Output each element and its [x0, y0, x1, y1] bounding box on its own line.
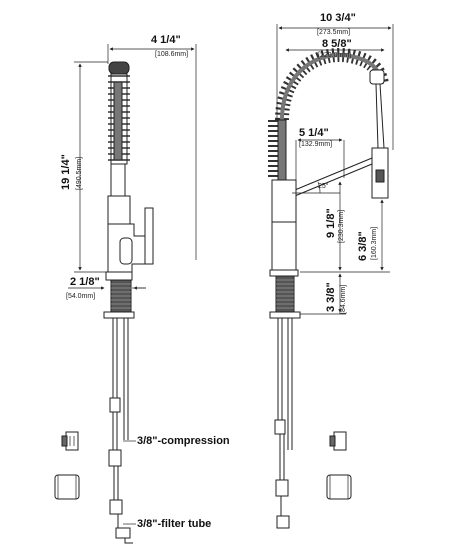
- spout-height-label-in: 9 1/8": [325, 208, 337, 238]
- width-label-in: 4 1/4": [151, 34, 181, 46]
- shank-label-in: 3 3/8": [325, 282, 337, 312]
- filter-fitting-left: [54, 474, 80, 500]
- compression-fitting-right: [329, 431, 347, 451]
- height-label-mm: [490.5mm]: [76, 156, 83, 190]
- side-view-faucet: [268, 48, 389, 529]
- width-label-mm: [108.6mm]: [155, 51, 189, 58]
- spring-coil-front: [108, 61, 130, 165]
- threaded-shank-side: [275, 275, 295, 313]
- height-label-in: 19 1/4": [60, 154, 72, 190]
- front-view-faucet: [103, 61, 154, 544]
- base-label-mm: [54.0mm]: [66, 293, 96, 300]
- reach-label-in: 8 5/8": [322, 38, 352, 50]
- lever-handle-front: [144, 207, 154, 265]
- angle-label: 25°: [318, 183, 329, 190]
- spring-coil-side: [268, 48, 389, 181]
- compression-callout: 3/8"-compression: [137, 435, 230, 447]
- compression-fitting-left: [61, 431, 79, 451]
- spout-label-mm: [132.9mm]: [299, 141, 333, 148]
- reach-label-mm: [220.0mm]: [318, 52, 352, 59]
- filter-tube-callout: 3/8"-filter tube: [137, 518, 212, 530]
- filter-fitting-right: [326, 474, 352, 500]
- front-view-dimension-lines: [68, 44, 197, 525]
- overall-label-mm: [273.5mm]: [317, 29, 351, 36]
- clearance-label-mm: [160.3mm]: [371, 226, 378, 260]
- spout-height-label-mm: [230.3mm]: [338, 209, 345, 243]
- spout-label-in: 5 1/4": [299, 127, 329, 139]
- overall-label-in: 10 3/4": [320, 12, 356, 24]
- base-label-in: 2 1/8": [70, 276, 100, 288]
- side-view-dimension-lines: [276, 24, 394, 315]
- shank-label-mm: [84.6mm]: [340, 284, 347, 314]
- clearance-label-in: 6 3/8": [357, 231, 369, 261]
